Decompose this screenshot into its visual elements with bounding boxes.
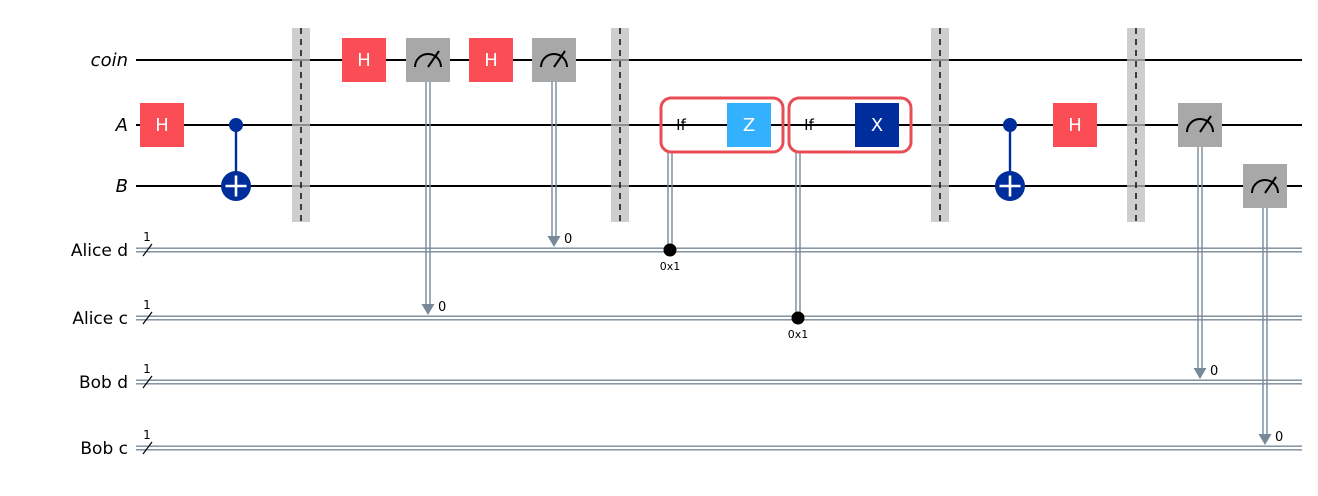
- gate-box: [1053, 103, 1097, 147]
- gate-box: [855, 103, 899, 147]
- condition-value-label: 0x1: [660, 260, 681, 273]
- gate-label: H: [1068, 115, 1082, 136]
- cx-control-dot: [229, 118, 243, 132]
- barrier-1: [292, 28, 310, 222]
- measure-arrow-head: [1258, 434, 1272, 445]
- bit-width-label-alice_c: 1: [143, 298, 151, 312]
- cnot-gate-1: [221, 118, 251, 201]
- if-label: If: [676, 116, 686, 134]
- quantum-wire-label-coin: coin: [91, 50, 128, 71]
- if-x-gate: 0x1 If X: [787, 96, 913, 341]
- barrier-3: [931, 28, 949, 222]
- measure-needle: [1264, 176, 1277, 194]
- measure-arrow-head: [1193, 368, 1207, 379]
- barrier-band: [611, 28, 629, 222]
- gate-box: [342, 38, 386, 82]
- bit-width-label-alice_d: 1: [143, 230, 151, 244]
- cx-control-dot: [1003, 118, 1017, 132]
- measure-arc: [1251, 179, 1279, 194]
- measure-arrow-head: [547, 236, 561, 247]
- condition-value-label: 0x1: [788, 328, 809, 341]
- bit-width-label-bob_c: 1: [143, 428, 151, 442]
- h-gate-2: H: [342, 38, 386, 82]
- measure-box: [1243, 164, 1287, 208]
- measure-result-label: 0: [1275, 430, 1283, 445]
- measure-needle: [1199, 115, 1212, 133]
- measure-arrow-head: [421, 304, 435, 315]
- classical-wire-label-alice_c: Alice c: [72, 309, 128, 329]
- gate-label: X: [871, 115, 883, 136]
- measure-arc: [414, 53, 442, 68]
- measure-a-to-bob-d: 0: [1178, 103, 1222, 379]
- barrier-band: [292, 28, 310, 222]
- gate-box: [469, 38, 513, 82]
- classical-wire-label-bob_d: Bob d: [79, 373, 128, 393]
- barrier-2: [611, 28, 629, 222]
- gate-label: Z: [743, 115, 755, 136]
- quantum-wire-label-B: B: [116, 176, 128, 197]
- condition-dot: [663, 243, 677, 257]
- if-box-border: [787, 96, 913, 154]
- classical-wire-label-alice_d: Alice d: [71, 241, 128, 261]
- gate-label: H: [155, 115, 169, 136]
- bit-width-slash-bob_c: [142, 441, 153, 455]
- measure-box: [532, 38, 576, 82]
- measure-arc: [540, 53, 568, 68]
- bit-width-label-bob_d: 1: [143, 362, 151, 376]
- quantum-wire-label-A: A: [115, 115, 128, 136]
- measure-arc: [1186, 118, 1214, 133]
- gate-label: H: [484, 50, 498, 71]
- measure-needle: [553, 50, 566, 68]
- bit-width-slash-alice_d: [142, 243, 153, 257]
- if-z-gate: 0x1 If Z: [659, 96, 785, 273]
- barrier-band: [1127, 28, 1145, 222]
- barrier-band: [931, 28, 949, 222]
- if-box-border: [659, 96, 785, 154]
- measure-result-label: 0: [1210, 364, 1218, 379]
- measure-box: [406, 38, 450, 82]
- h-gate-1: H: [140, 103, 184, 147]
- cnot-gate-2: [995, 118, 1025, 201]
- h-gate-3: H: [469, 38, 513, 82]
- h-gate-4: H: [1053, 103, 1097, 147]
- classical-wire-label-bob_c: Bob c: [80, 439, 128, 459]
- barrier-4: [1127, 28, 1145, 222]
- if-label: If: [804, 116, 814, 134]
- measure-b-to-bob-c: 0: [1243, 164, 1287, 445]
- measure-needle: [427, 50, 440, 68]
- condition-dot: [791, 311, 805, 325]
- gate-box: [140, 103, 184, 147]
- measure-coin-to-alice-c: 0: [406, 38, 450, 315]
- gate-label: H: [357, 50, 371, 71]
- gate-box: [727, 103, 771, 147]
- measure-result-label: 0: [564, 232, 572, 247]
- measure-coin-to-alice-d: 0: [532, 38, 576, 247]
- measure-box: [1178, 103, 1222, 147]
- bit-width-slash-bob_d: [142, 375, 153, 389]
- measure-result-label: 0: [438, 300, 446, 315]
- bit-width-slash-alice_c: [142, 311, 153, 325]
